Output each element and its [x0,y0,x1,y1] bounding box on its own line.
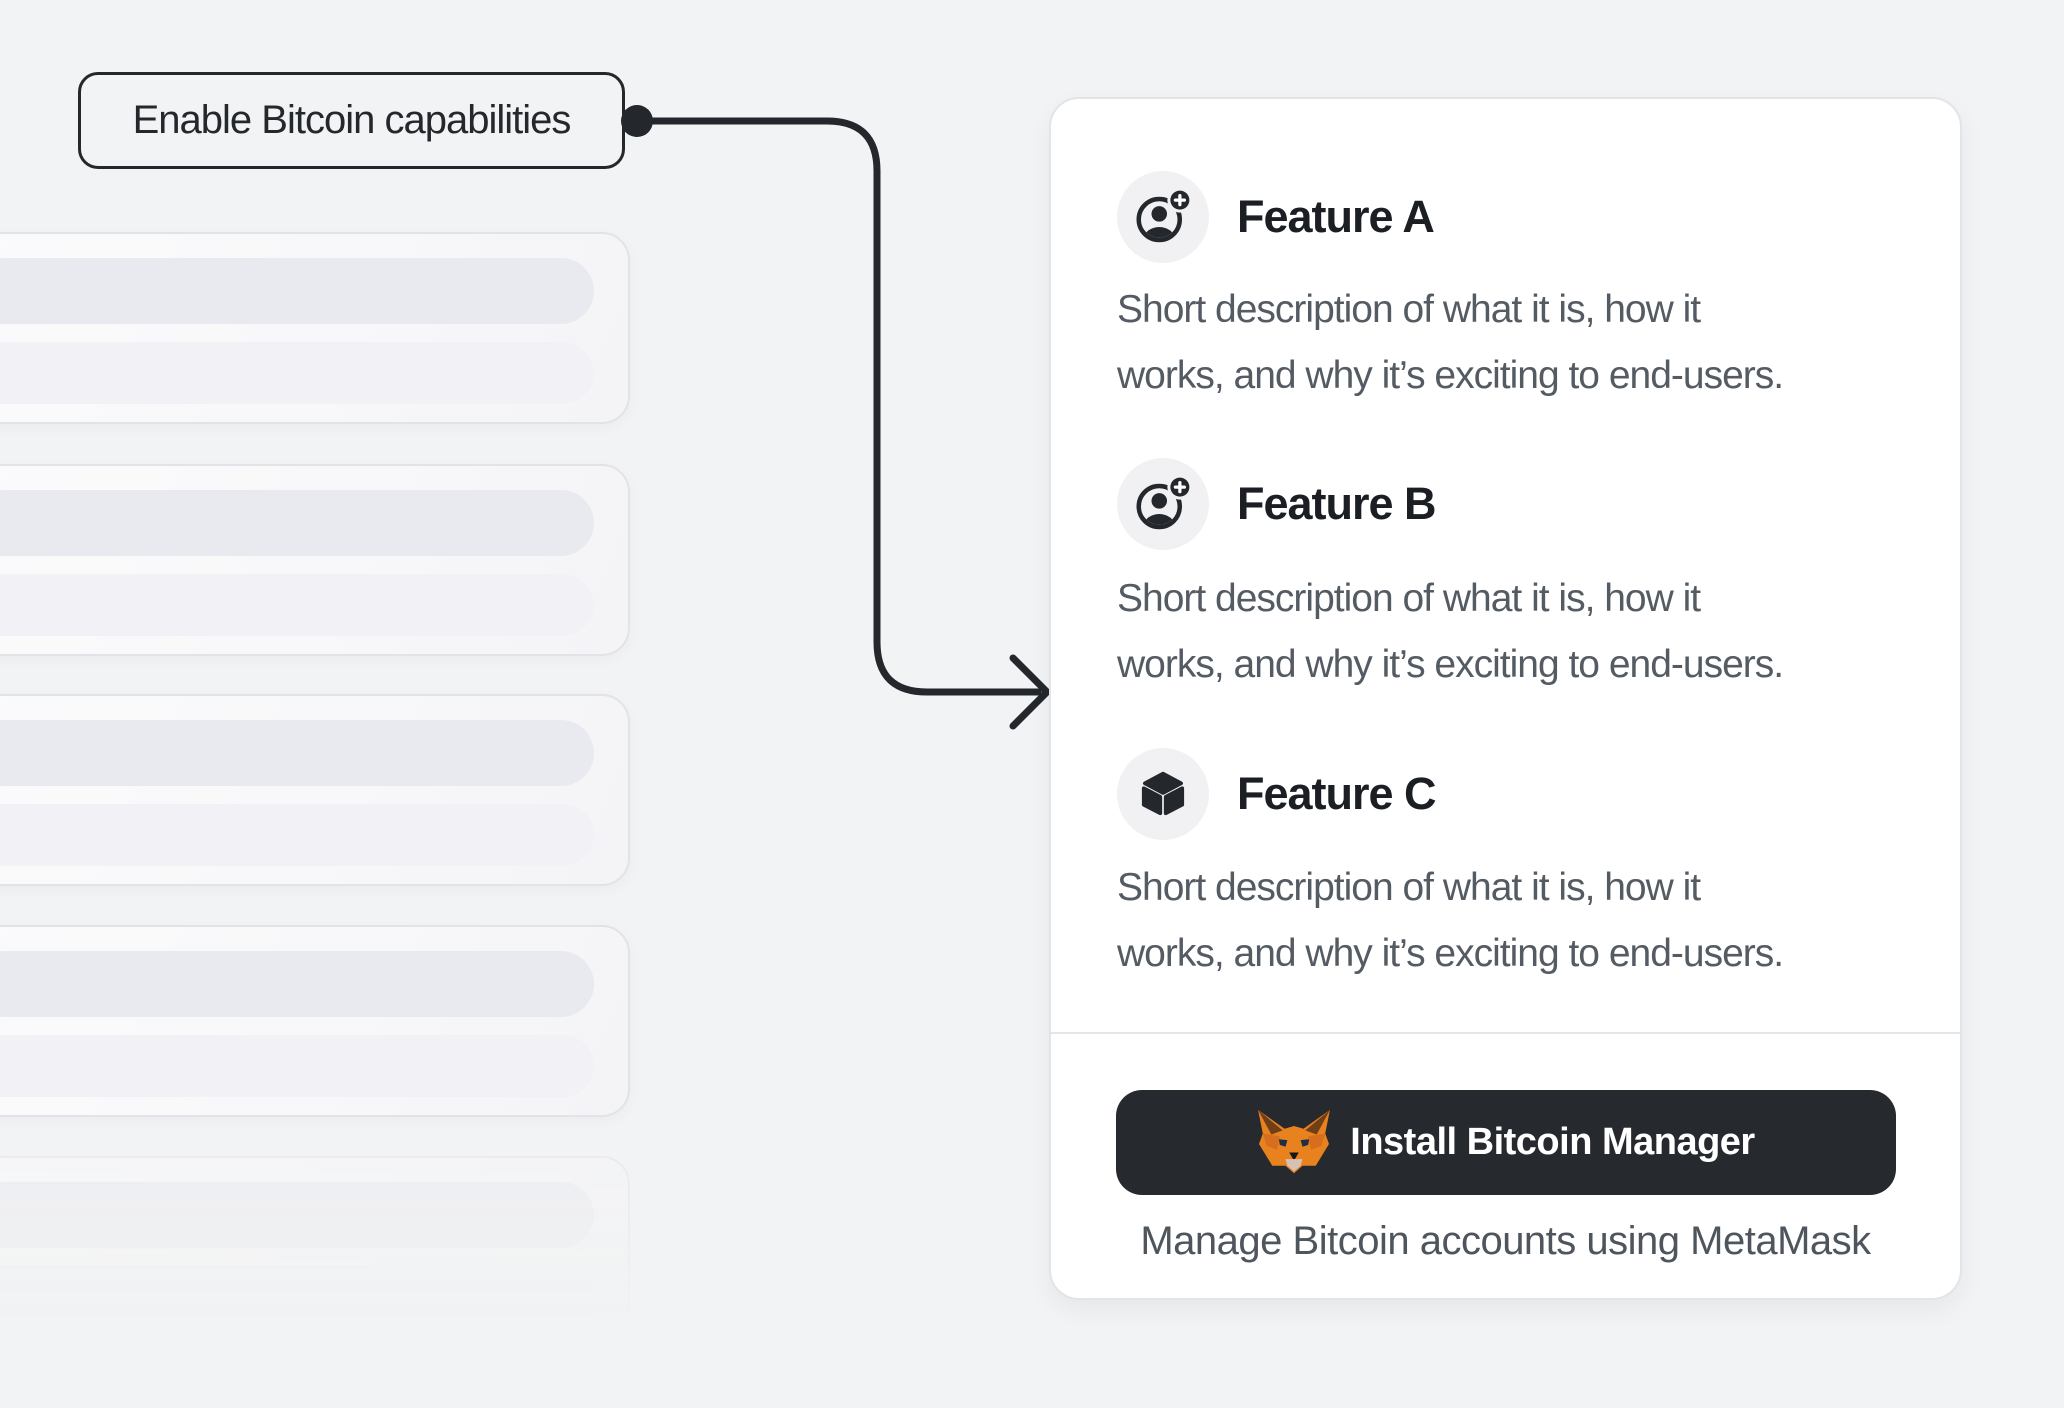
install-button-label: Install Bitcoin Manager [1350,1121,1755,1163]
skeleton-bar [0,574,594,636]
card-divider [1051,1032,1960,1034]
connector-dot [621,105,653,137]
metamask-fox-icon [1256,1108,1332,1178]
account-add-icon [1117,171,1209,263]
feature-description: Short description of what it is, how it … [1117,277,1897,409]
skeleton-bar [0,258,594,324]
skeleton-card-3 [0,694,630,886]
feature-description: Short description of what it is, how it … [1117,566,1897,698]
skeleton-bar [0,804,594,866]
feature-description: Short description of what it is, how it … [1117,855,1897,987]
skeleton-bar [0,1182,594,1248]
feature-row-b: Feature B [1117,458,1437,550]
skeleton-bar [0,490,594,556]
feature-description-line1: Short description of what it is, how it [1117,866,1701,909]
feature-title: Feature C [1237,768,1437,819]
skeleton-card-1 [0,232,630,424]
skeleton-bar [0,720,594,786]
connector-line [633,117,1042,696]
feature-description-line1: Short description of what it is, how it [1117,288,1701,331]
features-card: Feature A Short description of what it i… [1049,97,1962,1300]
feature-title: Feature A [1237,191,1435,242]
callout-label: Enable Bitcoin capabilities [132,98,572,142]
account-add-icon [1117,458,1209,550]
feature-row-a: Feature A [1117,171,1435,263]
callout-enable-bitcoin: Enable Bitcoin capabilities [78,72,625,169]
skeleton-bar [0,1035,594,1097]
feature-description-line2: works, and why it’s exciting to end-user… [1117,354,1784,397]
feature-description-line1: Short description of what it is, how it [1117,577,1701,620]
skeleton-bar [0,1266,594,1328]
skeleton-card-4 [0,925,630,1117]
skeleton-card-5 [0,1156,630,1348]
install-bitcoin-manager-button[interactable]: Install Bitcoin Manager [1115,1090,1896,1195]
skeleton-bar [0,342,594,404]
cube-icon [1117,748,1209,840]
feature-row-c: Feature C [1117,748,1437,840]
arrowhead-icon [1009,654,1051,730]
card-caption: Manage Bitcoin accounts using MetaMask [1140,1219,1871,1263]
feature-description-line2: works, and why it’s exciting to end-user… [1117,643,1784,686]
feature-title: Feature B [1237,478,1437,529]
skeleton-card-2 [0,464,630,656]
feature-description-line2: works, and why it’s exciting to end-user… [1117,932,1784,975]
skeleton-bar [0,951,594,1017]
